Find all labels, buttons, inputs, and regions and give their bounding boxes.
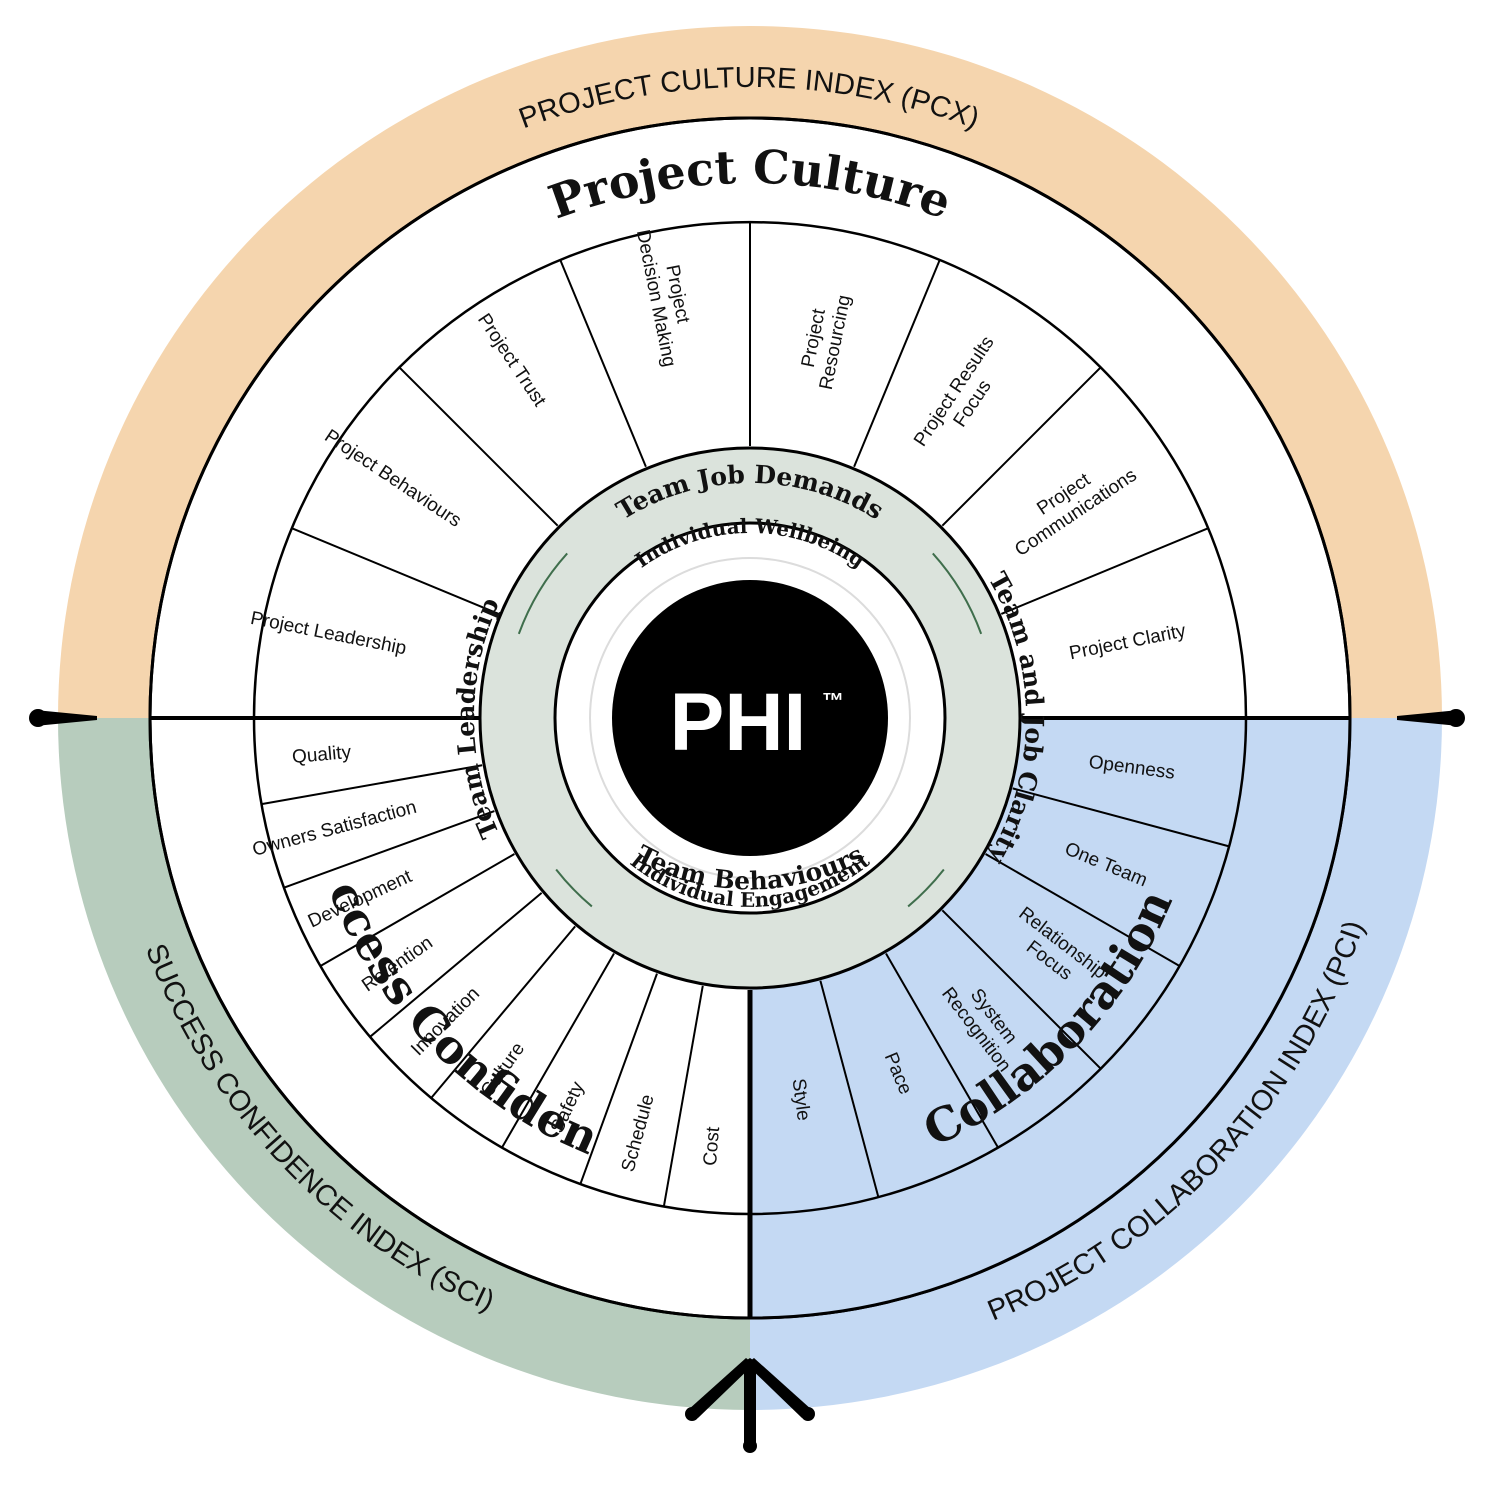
segment-lines: [252, 220, 1248, 1216]
success-outer-arc: [252, 717, 751, 1216]
team-ring-accent-arc: [932, 552, 983, 635]
trademark-mark: ™: [822, 688, 844, 713]
culture-segment-divider: [559, 259, 647, 468]
success-segment-divider: [369, 892, 543, 1038]
success-item-label: Cost: [700, 1125, 724, 1166]
phi-logo: PHI: [670, 677, 807, 768]
success-segment-divider: [501, 953, 615, 1149]
collaboration-segment-divider: [985, 853, 1181, 967]
success-item-label-line: Cost: [700, 1125, 724, 1166]
success-item-label-line: Quality: [291, 742, 352, 768]
collaboration-segment-divider: [1012, 787, 1230, 848]
right-pointer-icon: [1397, 709, 1465, 727]
individual-inner-guide: [589, 557, 911, 879]
team-ring-accent-arc: [907, 868, 945, 908]
success-segment-divider: [579, 973, 658, 1185]
culture-segment-divider: [941, 366, 1102, 527]
collaboration-segment-divider: [941, 909, 1102, 1070]
culture-segment-divider: [1000, 527, 1209, 615]
success-segment-divider: [319, 853, 515, 967]
team-ring-accent-arc: [555, 868, 593, 908]
bottom-pointer-icon: [685, 1358, 815, 1453]
culture-segment-divider: [291, 527, 500, 615]
success-segment-divider: [283, 810, 495, 889]
team-ring-accent-arc: [517, 552, 568, 635]
phi-center-circle: [612, 580, 888, 856]
success-segment-divider: [662, 985, 704, 1207]
success-segment-divider: [261, 764, 483, 806]
team-ring-accent-arcs: [517, 552, 983, 908]
success-item-label: Quality: [291, 742, 352, 768]
collaboration-segment-divider: [885, 953, 999, 1149]
left-pointer-icon: [29, 709, 97, 727]
collaboration-segment-divider: [819, 980, 880, 1198]
culture-segment-divider: [398, 366, 559, 527]
success-segment-divider: [430, 925, 576, 1099]
culture-segment-divider: [853, 259, 941, 468]
